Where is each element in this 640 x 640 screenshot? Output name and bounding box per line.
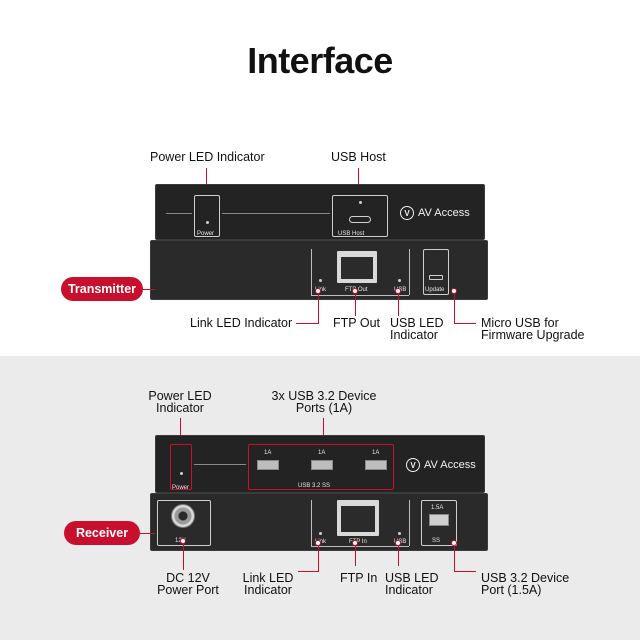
tx-brand-logo: V AV Access xyxy=(400,206,470,220)
rx-ftp-in-label: FTP In xyxy=(340,571,378,585)
rx-usb-led xyxy=(398,532,401,535)
tx-ftp-out-port[interactable] xyxy=(337,251,377,283)
tx-usb-led-label-line2: Indicator xyxy=(390,328,438,342)
rx-usb-ports-label-line2: Ports (1A) xyxy=(295,401,353,415)
tx-link-led xyxy=(319,279,322,282)
rx-usb-port-2[interactable] xyxy=(311,460,333,470)
rx-power-led-label-line2: Indicator xyxy=(156,401,204,415)
rx-dc-12v-port[interactable] xyxy=(171,504,195,528)
rx-dc-label-line2: Power Port xyxy=(157,583,219,597)
av-access-logo-icon: V xyxy=(400,206,414,220)
tx-usb-host-frame xyxy=(332,195,388,237)
rx-brand-logo: V AV Access xyxy=(406,458,476,472)
tx-power-led-label: Power LED Indicator xyxy=(150,150,265,164)
rx-dc-frame xyxy=(157,500,211,546)
rx-power-led xyxy=(180,472,183,475)
tx-micro-usb-label-line1: Micro USB for xyxy=(481,316,559,330)
rx-usb-dev-label-line2: Port (1.5A) xyxy=(481,583,542,597)
rx-usb-led-label-line1: USB LED xyxy=(385,571,439,585)
rx-dc-label-line1: DC 12V xyxy=(166,571,210,585)
tx-usb-host-leader xyxy=(358,168,359,190)
tx-micro-usb-port[interactable] xyxy=(429,275,443,280)
rx-usb-dev-label-line1: USB 3.2 Device xyxy=(481,571,570,585)
tx-link-led-label: Link LED Indicator xyxy=(190,316,293,330)
rx-front-usb-frame xyxy=(421,500,457,546)
rx-silk-power: Power xyxy=(172,485,190,491)
rx-ftp-in-port[interactable] xyxy=(337,500,379,536)
tx-silk-power: Power xyxy=(197,231,215,237)
tx-power-led-frame xyxy=(194,195,220,237)
tx-update-frame xyxy=(423,249,449,295)
rx-link-led xyxy=(319,532,322,535)
av-access-logo-icon: V xyxy=(406,458,420,472)
rx-power-led-label-line1: Power LED xyxy=(148,389,212,403)
rx-usb-port-1[interactable] xyxy=(257,460,279,470)
tx-usb-c-port[interactable] xyxy=(349,216,371,223)
rx-usb-ports-frame xyxy=(248,444,394,490)
tx-silk-update: Update xyxy=(425,287,445,293)
rx-silk-usb-group: USB 3.2 SS xyxy=(298,483,331,489)
tx-micro-usb-label-line2: Firmware Upgrade xyxy=(481,328,585,342)
tx-usb-host-label: USB Host xyxy=(331,150,386,164)
receiver-badge: Receiver xyxy=(64,521,140,545)
page-title: Interface xyxy=(247,40,393,81)
rx-link-led-label-line2: Indicator xyxy=(244,583,292,597)
rx-power-led-frame xyxy=(170,444,192,490)
tx-ftp-out-label: FTP Out xyxy=(333,316,381,330)
rx-usb-device-port[interactable] xyxy=(429,514,449,526)
tx-silk-usb-host: USB Host xyxy=(338,231,365,237)
transmitter-badge: Transmitter xyxy=(61,277,143,301)
tx-usb-led-label-line1: USB LED xyxy=(390,316,444,330)
tx-usb-led xyxy=(398,279,401,282)
rx-link-led-label-line1: Link LED xyxy=(242,571,294,585)
rx-usb-port-3[interactable] xyxy=(365,460,387,470)
rx-device-top-panel: Power 1A 1A 1A USB 3.2 SS V AV Access xyxy=(155,435,485,493)
tx-device-top-panel: Power USB Host V AV Access xyxy=(155,184,485,240)
rx-usb-led-label-line2: Indicator xyxy=(385,583,433,597)
rx-usb-ports-label-line1: 3x USB 3.2 Device xyxy=(271,389,377,403)
tx-power-leader xyxy=(206,168,207,190)
tx-power-led xyxy=(206,221,209,224)
